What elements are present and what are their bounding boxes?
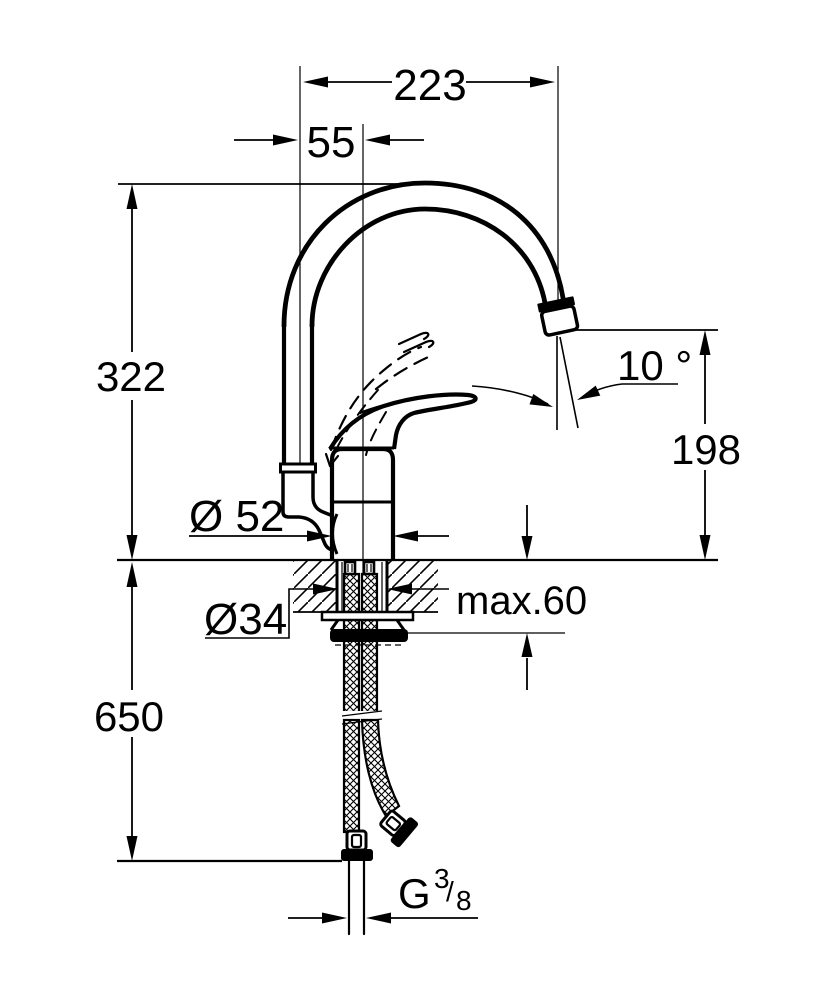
mounting-stud-left xyxy=(343,560,357,576)
dim-label-outlet-angle: 10 ° xyxy=(617,342,692,389)
dimension-max-counter-thickness: max.60 xyxy=(456,505,587,690)
dim-label-outlet-height: 198 xyxy=(671,426,741,473)
connection-tube xyxy=(347,859,366,936)
lever-motion-dashes xyxy=(324,331,435,468)
faucet-outline xyxy=(279,180,580,560)
under-counter-assembly xyxy=(320,560,419,936)
washer-plate xyxy=(320,610,415,622)
mounting-stud-right xyxy=(362,560,376,576)
flex-hose-left xyxy=(342,572,361,714)
flex-hose-curved xyxy=(360,718,401,818)
counter-cross-section xyxy=(293,560,438,612)
dimension-thread-size: G 3 / 8 xyxy=(288,863,478,924)
dim-label-spout-reach: 223 xyxy=(393,61,466,110)
thread-denominator: 8 xyxy=(456,885,472,916)
spout-pipe xyxy=(281,324,315,464)
counter-hatch-right xyxy=(387,561,438,612)
hose-fitting-angled xyxy=(379,809,419,848)
fixing-nut xyxy=(330,629,408,642)
flex-hose-straight xyxy=(342,718,361,834)
dimension-center-offset: 55 xyxy=(234,118,424,167)
spout-collar xyxy=(279,462,317,474)
elbow-outer xyxy=(281,472,335,552)
dimension-spout-reach: 223 xyxy=(303,61,555,110)
dimension-outlet-angle: 10 ° xyxy=(471,342,692,407)
spout-inner-edge xyxy=(309,206,548,329)
dimension-hose-length: 650 xyxy=(94,562,164,861)
dim-label-body-height: 322 xyxy=(96,353,166,400)
flex-hose-right xyxy=(360,572,379,714)
lever-ridge-line xyxy=(358,392,477,415)
dim-label-base-diameter: Ø 52 xyxy=(189,492,284,541)
dimension-body-height: 322 xyxy=(96,184,166,560)
hose-fitting-straight xyxy=(341,829,373,861)
thread-numerator: 3 xyxy=(434,863,450,894)
dimension-outlet-height: 198 xyxy=(671,330,741,560)
outlet-angle-lines xyxy=(556,336,579,430)
elbow-inner xyxy=(311,472,334,518)
spout-outer-edge xyxy=(281,180,566,329)
dim-label-hole-diameter: Ø34 xyxy=(204,595,287,644)
dimension-hole-diameter: Ø34 xyxy=(204,583,449,644)
hose-break xyxy=(340,711,384,721)
dim-label-hose-length: 650 xyxy=(94,693,164,740)
thread-letter: G xyxy=(398,870,431,917)
thread-slash: / xyxy=(446,876,454,907)
mounting-hole-edges xyxy=(335,560,389,612)
dim-label-max-counter-thickness: max.60 xyxy=(456,579,587,623)
aerator xyxy=(537,296,580,337)
dimension-base-diameter: Ø 52 xyxy=(189,492,449,542)
dim-label-center-offset: 55 xyxy=(307,118,356,167)
